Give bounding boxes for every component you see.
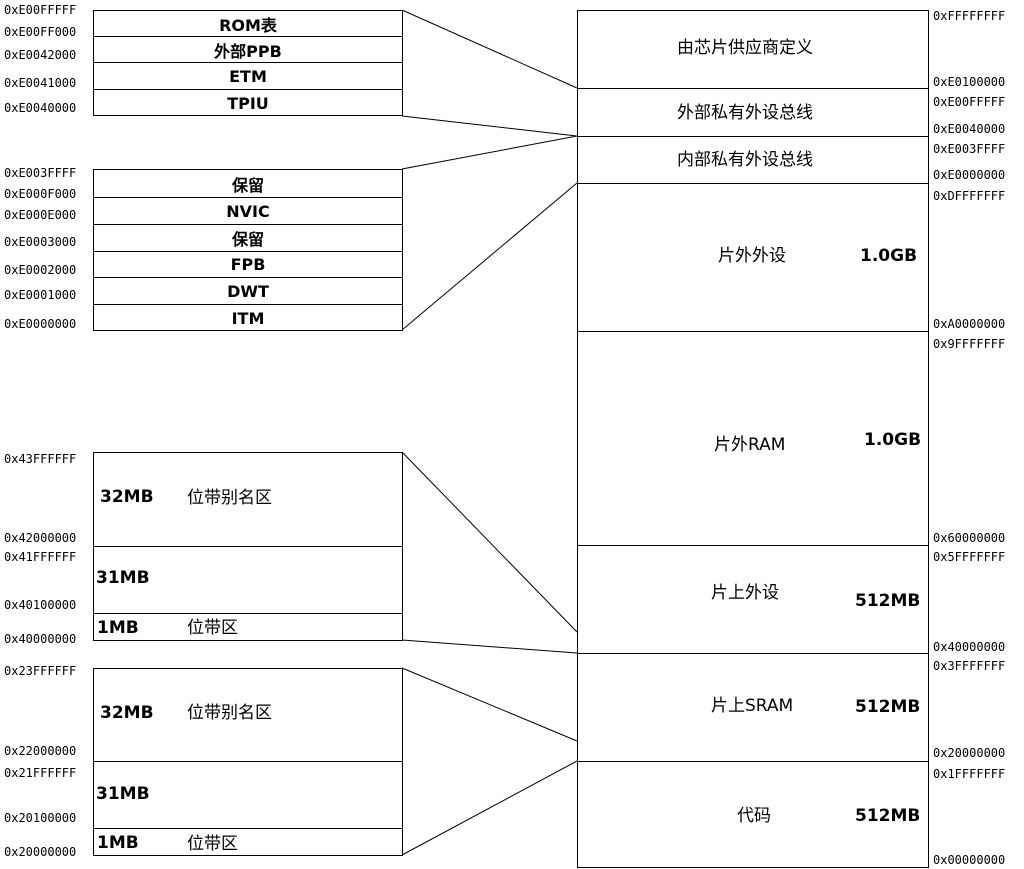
address-label: 0xE0001000	[4, 288, 77, 302]
bitband-region	[94, 829, 402, 856]
region-itm: ITM	[231, 308, 265, 328]
connector-line	[401, 451, 578, 633]
connector-line	[401, 135, 578, 170]
address-label: 0xFFFFFFFF	[933, 9, 1006, 23]
region-tpiu: TPIU	[227, 93, 269, 113]
address-label: 0xE0100000	[933, 75, 1006, 89]
address-label: 0xE003FFFF	[4, 166, 77, 180]
region-reserved: 保留	[94, 225, 402, 252]
address-label: 0xE0002000	[4, 263, 77, 277]
alias-size: 32MB	[100, 487, 154, 507]
core-peripheral-block: ROM表 外部PPB ETM TPIU	[93, 10, 403, 116]
address-label: 0xE0000000	[933, 168, 1006, 182]
address-label: 0x3FFFFFFF	[933, 659, 1006, 673]
band-label: 位带区	[187, 834, 238, 854]
region-name: 内部私有外设总线	[677, 150, 813, 170]
internal-peripheral-block: 保留 NVIC 保留 FPB DWT ITM	[93, 169, 403, 331]
address-label: 0xE000E000	[4, 208, 77, 222]
region-reserved: 保留	[94, 170, 402, 198]
bitband-alias-region	[94, 453, 402, 547]
connector-line	[401, 9, 578, 89]
region-divider	[577, 183, 929, 184]
address-label: 0xA0000000	[933, 317, 1006, 331]
address-label: 0xE0003000	[4, 235, 77, 249]
address-label: 0xE0040000	[4, 101, 77, 115]
region-nvic: NVIC	[94, 198, 402, 225]
address-label: 0x21FFFFFF	[4, 766, 77, 780]
region-dwt: DWT	[94, 278, 402, 305]
gap-size: 31MB	[96, 568, 150, 588]
region-size: 512MB	[855, 806, 921, 826]
address-label: 0x23FFFFFF	[4, 664, 77, 678]
band-size: 1MB	[97, 833, 139, 853]
alias-label: 位带别名区	[187, 703, 272, 723]
alias-label: 位带别名区	[187, 488, 272, 508]
bitband-gap-region	[94, 547, 402, 614]
region-name: 片上SRAM	[711, 696, 794, 716]
address-label: 0x60000000	[933, 531, 1006, 545]
address-label: 0x20100000	[4, 811, 77, 825]
connector-line	[401, 667, 578, 742]
address-label: 0x1FFFFFFF	[933, 767, 1006, 781]
address-label: 0xE00FFFFF	[933, 95, 1006, 109]
region-external-ppb: 外部PPB	[94, 37, 402, 63]
bitband-alias-region	[94, 669, 402, 762]
region-divider	[577, 331, 929, 332]
connector-line	[401, 760, 578, 856]
address-label: 0x22000000	[4, 744, 77, 758]
region-etm: ETM	[94, 63, 402, 90]
address-label: 0xE00FF000	[4, 25, 77, 39]
bitband-gap-region	[94, 762, 402, 829]
bitband-region	[94, 614, 402, 641]
peripheral-bitband-block	[93, 452, 403, 641]
address-label: 0x9FFFFFFF	[933, 337, 1006, 351]
region-name: 片外RAM	[714, 435, 786, 455]
region-name: 由芯片供应商定义	[677, 38, 813, 58]
region-divider	[577, 136, 929, 137]
address-label: 0xE0000000	[4, 317, 77, 331]
memory-map	[577, 10, 929, 868]
address-label: 0x20000000	[933, 746, 1006, 760]
region-divider	[577, 88, 929, 89]
region-divider	[577, 653, 929, 654]
connector-line	[401, 182, 578, 331]
region-name: 片外外设	[718, 246, 786, 266]
address-label: 0xE000F000	[4, 187, 77, 201]
region-size: 512MB	[855, 697, 921, 717]
address-label: 0x5FFFFFFF	[933, 550, 1006, 564]
region-name: 片上外设	[711, 583, 779, 603]
address-label: 0xE00FFFFF	[4, 3, 77, 17]
region-size: 1.0GB	[864, 430, 922, 450]
region-rom-table: ROM表	[94, 11, 402, 37]
address-label: 0xE0041000	[4, 76, 77, 90]
address-label: 0x40100000	[4, 598, 77, 612]
address-label: 0x20000000	[4, 845, 77, 859]
region-name: 代码	[737, 806, 771, 826]
region-size: 512MB	[855, 591, 921, 611]
region-divider	[577, 545, 929, 546]
address-label: 0x43FFFFFF	[4, 452, 77, 466]
region-fpb: FPB	[94, 252, 402, 278]
connector-line	[401, 639, 578, 654]
connector-line	[401, 115, 578, 137]
address-label: 0x40000000	[933, 640, 1006, 654]
address-label: 0xE003FFFF	[933, 142, 1006, 156]
sram-bitband-block	[93, 668, 403, 856]
address-label: 0xE0040000	[933, 122, 1006, 136]
address-label: 0x00000000	[933, 853, 1006, 867]
alias-size: 32MB	[100, 703, 154, 723]
region-size: 1.0GB	[860, 246, 918, 266]
gap-size: 31MB	[96, 784, 150, 804]
region-name: 外部私有外设总线	[677, 103, 813, 123]
address-label: 0x42000000	[4, 531, 77, 545]
band-size: 1MB	[97, 618, 139, 638]
band-label: 位带区	[187, 618, 238, 638]
address-label: 0x40000000	[4, 632, 77, 646]
region-divider	[577, 761, 929, 762]
address-label: 0x41FFFFFF	[4, 550, 77, 564]
address-label: 0xE0042000	[4, 48, 77, 62]
address-label: 0xDFFFFFFF	[933, 189, 1006, 203]
